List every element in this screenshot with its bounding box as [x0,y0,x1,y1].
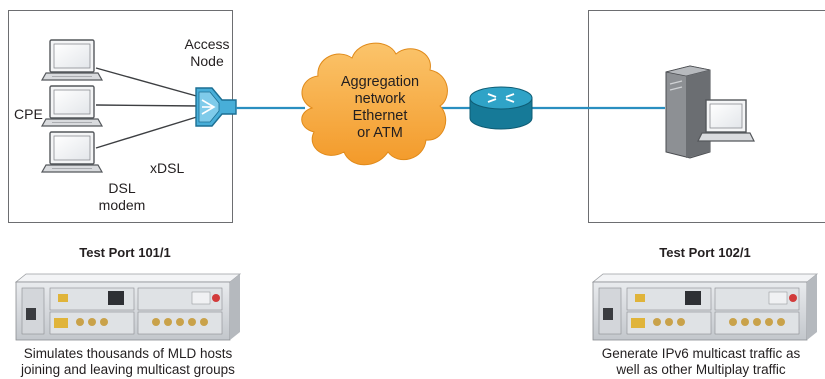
server-icon [665,65,755,159]
dsl-modem-label-line: DSL [108,180,136,196]
cloud-label-line: Ethernet [352,108,408,124]
access-node-label-line: Access [184,36,230,52]
laptop-icon [41,85,103,127]
test-port-left-title: Test Port 101/1 [79,245,171,260]
cpe-label: CPE [14,106,43,122]
test-chassis-icon [14,273,242,341]
test-port-right-title: Test Port 102/1 [659,245,751,260]
xdsl-label: xDSL [150,160,185,176]
test-port-left-caption: Simulates thousands of MLD hosts joining… [0,346,256,378]
access-node-label-line: Node [190,53,224,69]
caption-line: well as other Multiplay traffic [616,362,786,377]
cloud-label-line: Aggregation [340,74,420,90]
cpe-links [95,67,201,149]
router-icon [469,86,533,130]
cloud-icon [301,42,448,166]
dsl-modem-label: DSL modem [92,180,152,214]
caption-line: Generate IPv6 multicast traffic as [601,346,801,361]
access-node-label: Access Node [172,36,242,70]
laptop-icon [41,39,103,81]
dsl-modem-label-line: modem [98,197,146,213]
laptop-icon [41,131,103,173]
caption-line: joining and leaving multicast groups [21,362,235,377]
cloud-label-line: network [354,91,406,107]
access-node-icon [195,87,237,127]
caption-line: Simulates thousands of MLD hosts [23,346,233,361]
test-chassis-icon [591,273,819,341]
cloud-label: Aggregation network Ethernet or ATM [330,74,430,142]
cloud-label-line: or ATM [357,125,403,141]
test-port-right-caption: Generate IPv6 multicast traffic as well … [578,346,824,378]
